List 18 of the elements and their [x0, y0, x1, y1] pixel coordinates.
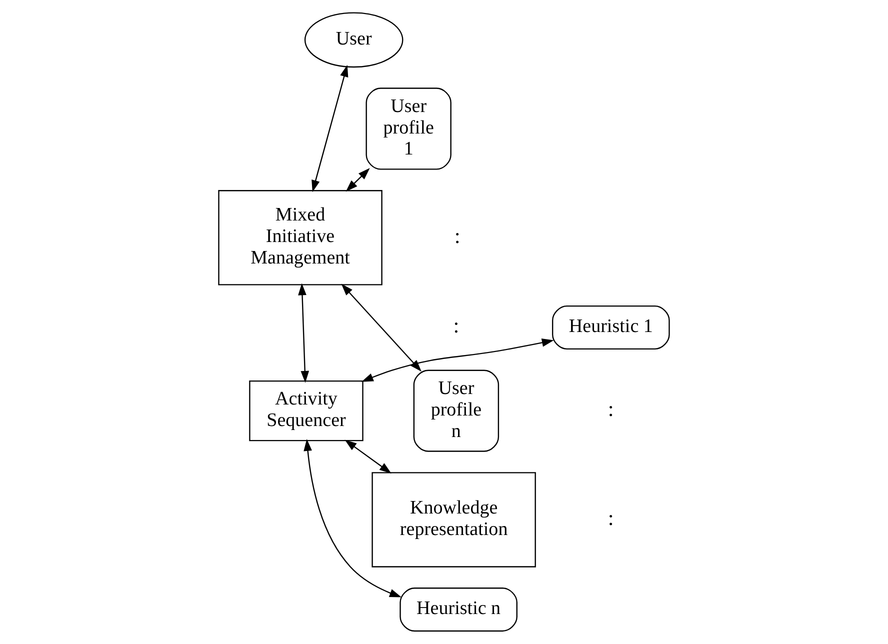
- arrow: [361, 338, 554, 382]
- arrow: [344, 440, 392, 474]
- node-box: Activity Sequencer: [249, 380, 364, 442]
- label: :: [454, 224, 460, 248]
- arrow: [304, 439, 402, 598]
- node-ellipse: User: [304, 12, 404, 68]
- arrow: [312, 64, 348, 192]
- node-box: User profile 1: [366, 88, 452, 170]
- label: :: [453, 314, 460, 338]
- arrow: [298, 283, 310, 383]
- node-box: User profile n: [413, 370, 500, 452]
- node-box: Heuristic n: [400, 588, 518, 632]
- node-box: Mixed Initiative Management: [218, 190, 382, 286]
- arrow: [346, 168, 370, 192]
- node-box: Heuristic 1: [552, 305, 670, 350]
- label: :: [608, 506, 614, 530]
- node-box: Knowledge representation: [372, 472, 536, 568]
- label: :: [608, 397, 614, 422]
